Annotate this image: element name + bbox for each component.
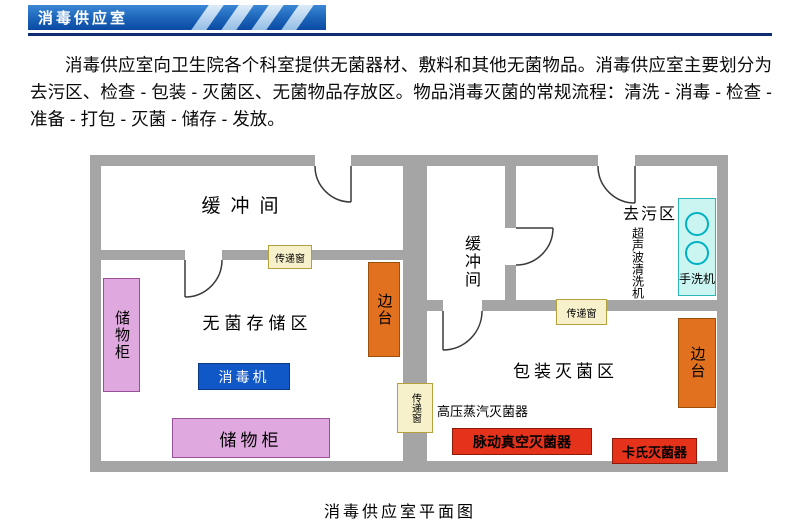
storage-cabinet-bottom: 储物柜 [172,418,330,458]
side-table-right: 边台 [678,318,716,408]
stripe-icon [279,5,316,30]
wall-segments [90,155,728,472]
door-arc [442,310,483,351]
stripe-icon [219,5,256,30]
header-rule [28,33,772,36]
floor-plan-walls [90,155,728,472]
ultrasonic-cleaner: 超声波清洗机 [630,227,645,299]
figure-caption: 消毒供应室平面图 [323,504,476,521]
door-arc [597,165,636,204]
stripe-icon [249,5,286,30]
transfer-window-mid: 传递窗 [556,299,607,325]
vacuum-sterilizer: 脉动真空灭菌器 [452,428,592,455]
transfer-window-vertical: 传递窗 [397,383,433,433]
cassette-sterilizer: 卡氏灭菌器 [612,438,697,464]
room-label-sterile-storage: 无菌存储区 [202,313,313,333]
storage-cabinet-left: 储物柜 [103,278,140,392]
door-arcs [184,165,636,351]
side-table-left: 边台 [368,262,400,357]
room-label-packing-sterilization: 包装灭菌区 [513,361,618,381]
disinfector-machine: 消毒机 [198,363,290,390]
hand-washer-label: 手洗机 [679,271,716,286]
banner-stripes-decoration [182,5,322,30]
door-arc [314,165,352,203]
floor-plan: 缓冲间 传递窗 储物柜 无菌存储区 消毒机 储物柜 边台 传递窗 缓冲间 去污区… [85,150,735,482]
stripe-icon [189,5,226,30]
room-label-buffer-right: 缓冲间 [462,235,479,289]
transfer-window-top: 传递窗 [268,245,312,269]
room-label-decontamination: 去污区 [622,206,677,223]
intro-paragraph: 消毒供应室向卫生院各个科室提供无菌器材、敷料和其他无菌物品。消毒供应室主要划分为… [30,55,772,129]
room-label-buffer-left: 缓冲间 [201,195,289,217]
door-arc [515,227,554,266]
hand-washer-unit: 手洗机 [678,198,716,296]
basin-circle-icon [685,211,709,236]
basin-circle-icon [685,240,709,265]
header-banner: 消毒供应室 [28,5,326,30]
door-arc [184,259,223,298]
hand-washer-basins: 手洗机 [679,208,715,287]
page-title: 消毒供应室 [38,10,129,27]
steam-sterilizer-label: 高压蒸汽灭菌器 [437,403,529,419]
